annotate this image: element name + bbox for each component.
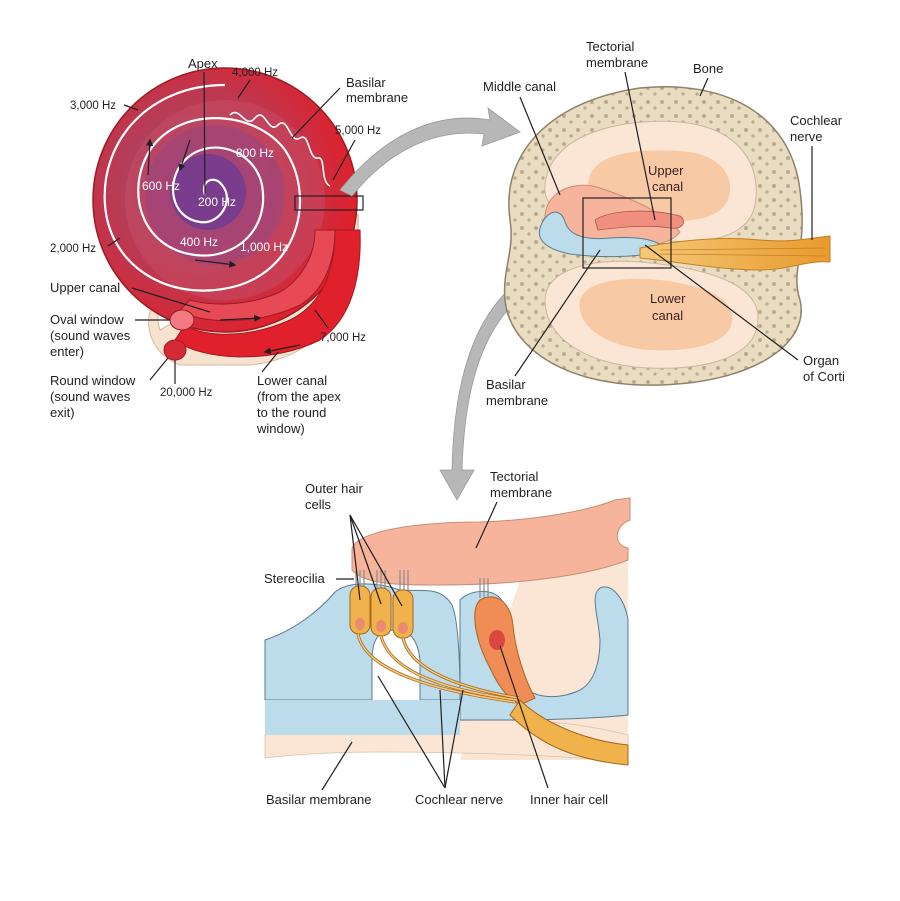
label-7000hz: 7,000 Hz [320, 332, 366, 344]
label-upper-canal: Upper canal [50, 280, 120, 295]
lower-canal-inner [579, 278, 733, 351]
round-window [163, 339, 187, 361]
label-stereocilia: Stereocilia [264, 571, 325, 586]
upper-canal-tube [179, 229, 336, 322]
detail-support-base [265, 700, 460, 735]
xs-tectorial [594, 210, 684, 231]
label-ohc-1: Outer hair [305, 481, 363, 496]
flow-arrow-1 [146, 138, 154, 176]
label-oval-1: Oval window [50, 312, 124, 327]
detail-tectorial [351, 497, 631, 586]
xs-cochlear-nerve [639, 235, 831, 271]
inner-hair-cell [474, 596, 536, 706]
label-xs-nerve-1: Cochlear [790, 113, 843, 128]
label-oval-3: enter) [50, 344, 84, 359]
label-round-1: Round window [50, 373, 136, 388]
zoom-arrow-1 [339, 107, 521, 197]
label-lower-2: (from the apex [257, 389, 341, 404]
label-xs-tectorial-2: membrane [586, 55, 648, 70]
cross-section-labels: Tectorial membrane Bone Middle canal Coc… [483, 39, 845, 408]
xs-support-cells [538, 211, 666, 258]
label-bone: Bone [693, 61, 723, 76]
label-xs-nerve-2: nerve [790, 129, 823, 144]
spiral-channel [103, 83, 302, 292]
ohc-nucleus-1 [355, 618, 365, 630]
outer-hair-cell-1 [349, 585, 371, 635]
label-inner-hair-cell: Inner hair cell [530, 792, 608, 807]
label-apex: Apex [188, 56, 218, 71]
label-3000hz: 3,000 Hz [70, 100, 116, 112]
ohc-nucleus-3 [398, 622, 408, 634]
organ-selection-box [582, 197, 672, 269]
label-200hz: 200 Hz [198, 195, 236, 209]
label-middle-canal: Middle canal [483, 79, 556, 94]
spiral-apex [170, 154, 246, 230]
label-xs-tectorial-1: Tectorial [586, 39, 635, 54]
label-xs-lower-2: canal [652, 308, 683, 323]
lower-canal-tube [174, 229, 361, 358]
label-detail-basilar: Basilar membrane [266, 792, 372, 807]
basilar-wave [229, 111, 331, 187]
label-lower-1: Lower canal [257, 373, 327, 388]
label-detail-tectorial-1: Tectorial [490, 469, 539, 484]
label-600hz: 600 Hz [142, 179, 180, 193]
flow-arrow-5 [263, 344, 301, 355]
label-1000hz: 1,000 Hz [240, 240, 288, 254]
ihc-nucleus [489, 630, 505, 650]
spiral-selection-box [294, 195, 364, 211]
ohc-nucleus-2 [376, 620, 386, 632]
label-oval-2: (sound waves [50, 328, 131, 343]
label-xs-lower-1: Lower [650, 291, 686, 306]
stereocilia-group [355, 570, 489, 598]
spiral-labels: Apex 4,000 Hz 3,000 Hz Basilar membrane … [50, 56, 408, 436]
label-800hz: 800 Hz [236, 146, 274, 160]
label-organ-2: of Corti [803, 369, 845, 384]
flow-arrow-2 [178, 139, 191, 172]
label-lower-4: window) [256, 421, 305, 436]
label-organ-1: Organ [803, 353, 839, 368]
label-4000hz: 4,000 Hz [232, 67, 278, 79]
detail-cochlear-nerve [509, 699, 629, 766]
label-round-3: exit) [50, 405, 75, 420]
label-detail-tectorial-2: membrane [490, 485, 552, 500]
detail-labels: Outer hair cells Tectorial membrane Ster… [264, 469, 608, 807]
label-ohc-2: cells [305, 497, 332, 512]
label-lower-3: to the round [257, 405, 326, 420]
label-xs-basilar-1: Basilar [486, 377, 526, 392]
cochlea-spiral [92, 67, 364, 366]
label-20000hz: 20,000 Hz [160, 387, 213, 399]
label-basilar-2: membrane [346, 90, 408, 105]
label-400hz: 400 Hz [180, 235, 218, 249]
label-basilar-1: Basilar [346, 75, 386, 90]
organ-of-corti-detail [264, 497, 631, 766]
flow-arrow-3 [194, 259, 237, 268]
label-xs-basilar-2: membrane [486, 393, 548, 408]
label-xs-upper-2: canal [652, 179, 683, 194]
oval-window [169, 309, 195, 331]
cochlea-cross-section [503, 86, 831, 386]
label-round-2: (sound waves [50, 389, 131, 404]
label-5000hz: 5,000 Hz [335, 125, 381, 137]
flow-arrow-4 [219, 314, 262, 322]
label-2000hz: 2,000 Hz [50, 243, 96, 255]
label-detail-nerve: Cochlear nerve [415, 792, 503, 807]
label-xs-upper-1: Upper [648, 163, 684, 178]
